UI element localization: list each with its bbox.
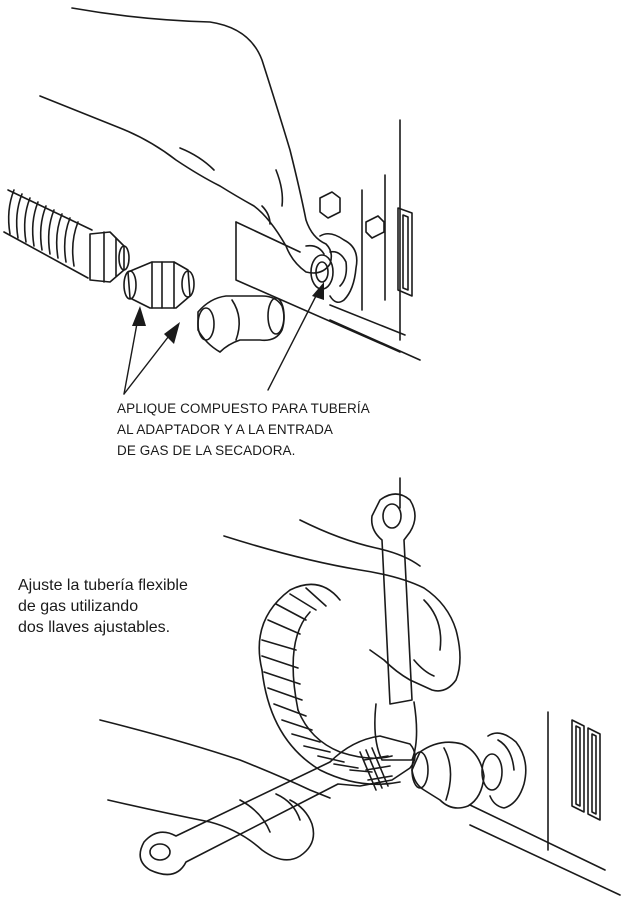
callout-pointers: [124, 292, 318, 394]
pointing-hand: [40, 8, 331, 273]
pipe-compound-callout: APLIQUE COMPUESTO PARA TUBERÍA AL ADAPTA…: [117, 401, 370, 458]
arrowheads: [132, 282, 324, 344]
elbow-fitting-lower: [412, 742, 484, 808]
lower-wrench: [140, 736, 415, 875]
pipe-compound-illustration: [0, 0, 635, 400]
dryer-cabinet: [236, 120, 420, 360]
tighten-instruction: Ajuste la tubería flexible de gas utiliz…: [18, 577, 188, 636]
lower-hand: [100, 720, 330, 860]
flexible-gas-hose: [4, 190, 129, 282]
adapter-fitting: [124, 262, 194, 308]
dryer-cabinet-lower: [470, 712, 620, 895]
flexible-gas-hose-lower: [259, 584, 400, 784]
upper-hand: [224, 478, 460, 691]
upper-wrench: [372, 494, 417, 760]
gas-inlet-valve-lower: [482, 733, 526, 808]
elbow-fitting: [198, 296, 284, 352]
